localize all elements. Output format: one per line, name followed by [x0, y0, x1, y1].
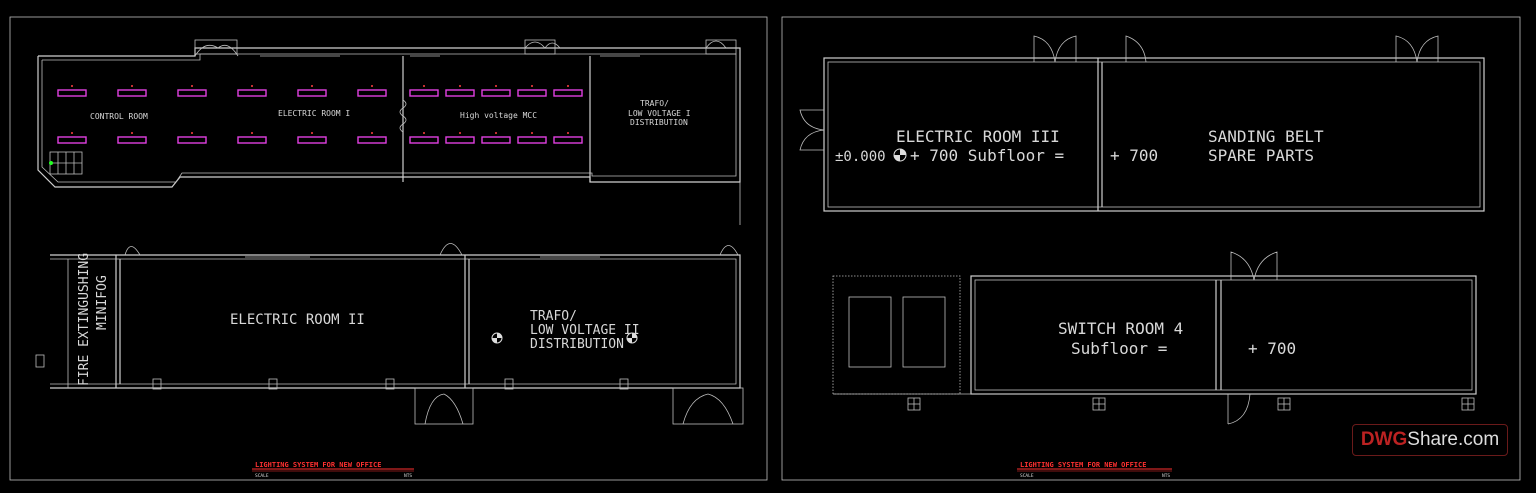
label-fire-extinguishing: FIRE EXTINGUSHING	[77, 253, 92, 386]
label-trafo-1-line2: LOW VOLTAGE I	[628, 109, 691, 118]
left-title: LIGHTING SYSTEM FOR NEW OFFICE	[255, 461, 381, 469]
right-scale-value: NTS	[1162, 473, 1170, 479]
label-trafo-2-line3: DISTRIBUTION	[530, 337, 624, 352]
right-title: LIGHTING SYSTEM FOR NEW OFFICE	[1020, 461, 1146, 469]
stairs	[49, 151, 83, 175]
label-sanding-belt: SANDING BELT	[1208, 127, 1324, 146]
label-trafo-1-line3: DISTRIBUTION	[630, 118, 688, 127]
label-subfloor-bottom: Subfloor =	[1071, 339, 1167, 358]
label-level: ±0.000	[835, 149, 886, 165]
right-sheet-border	[781, 16, 1521, 481]
fixture-row-top	[57, 89, 583, 97]
label-electric-room-1: ELECTRIC ROOM I	[278, 109, 350, 118]
left-title-block: LIGHTING SYSTEM FOR NEW OFFICE SCALE NTS	[252, 461, 414, 479]
label-electric-room-3: ELECTRIC ROOM III	[896, 127, 1060, 146]
label-switch-room-4: SWITCH ROOM 4	[1058, 319, 1183, 338]
label-hv-mcc: High voltage MCC	[460, 111, 537, 120]
bottom-plan: ELECTRIC ROOM II TRAFO/ LOW VOLTAGE II D…	[35, 243, 744, 425]
right-scale-label: SCALE	[1020, 473, 1034, 479]
watermark-part2: Share.com	[1407, 429, 1500, 450]
left-sheet-border	[9, 16, 768, 481]
label-plus-700-top: + 700	[1110, 146, 1158, 165]
label-trafo-2-line1: TRAFO/	[530, 309, 577, 324]
floor-outlets	[907, 397, 1475, 411]
right-top-plan: ELECTRIC ROOM III ±0.000 + 700 Subfloor …	[799, 35, 1485, 212]
watermark-part1: DWG	[1360, 429, 1408, 450]
watermark-logo: DWGShare.com	[1352, 424, 1508, 456]
panel-symbol-1	[491, 332, 503, 344]
fixture-marker-dots	[71, 85, 569, 134]
right-title-block: LIGHTING SYSTEM FOR NEW OFFICE SCALE NTS	[1017, 461, 1172, 479]
panel-symbol-2	[626, 332, 638, 344]
label-spare-parts: SPARE PARTS	[1208, 146, 1314, 165]
label-trafo-1-line1: TRAFO/	[640, 99, 669, 108]
label-electric-room-2: ELECTRIC ROOM II	[230, 312, 365, 328]
top-plan-lighting: CONTROL ROOM ELECTRIC ROOM I High voltag…	[37, 39, 741, 225]
label-control-room: CONTROL ROOM	[90, 112, 148, 121]
right-bottom-plan: SWITCH ROOM 4 Subfloor = + 700	[832, 251, 1477, 425]
label-trafo-2-line2: LOW VOLTAGE II	[530, 323, 640, 338]
left-scale-label: SCALE	[255, 473, 269, 479]
left-scale-value: NTS	[404, 473, 412, 479]
label-minifog: MINIFOG	[95, 275, 110, 330]
fixture-row-bottom	[57, 136, 583, 144]
light-fixtures	[57, 85, 583, 144]
label-subfloor-top: + 700 Subfloor =	[910, 146, 1064, 165]
bottom-doors	[414, 387, 744, 425]
label-plus-700-bottom: + 700	[1248, 339, 1296, 358]
level-symbol	[893, 148, 907, 162]
